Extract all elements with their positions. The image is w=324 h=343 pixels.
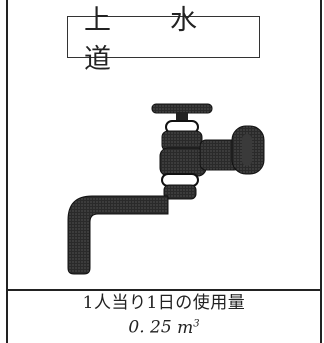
water-faucet-icon	[67, 103, 265, 275]
caption-usage-amount: 0. 25 m3	[6, 314, 322, 338]
card-frame	[6, 0, 322, 343]
faucet-illustration	[40, 80, 280, 284]
title-text: 上 水 道	[84, 5, 256, 75]
usage-amount-value: 0. 25	[128, 317, 172, 338]
title-box: 上 水 道	[67, 5, 260, 75]
usage-amount-unit: m3	[177, 317, 200, 338]
caption-divider	[6, 289, 322, 291]
caption: 1人当り1日の使用量 0. 25 m3	[6, 292, 322, 338]
caption-usage-label: 1人当り1日の使用量	[82, 293, 246, 313]
